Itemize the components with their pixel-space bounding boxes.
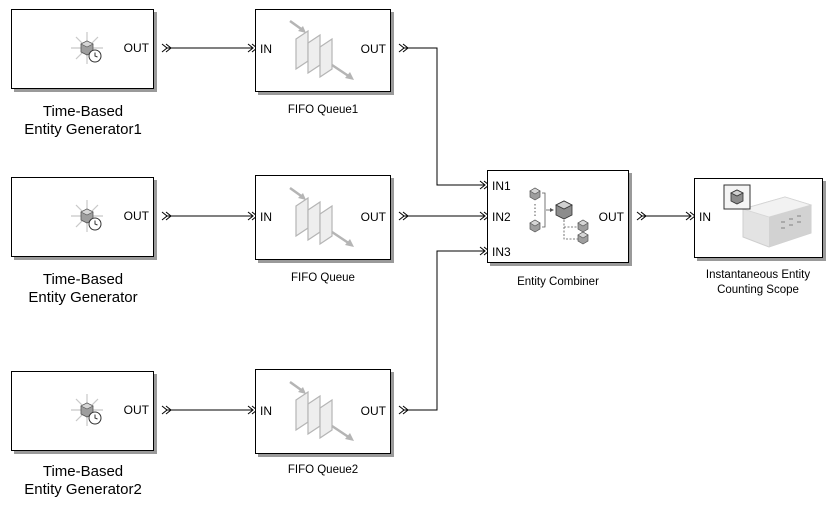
port-in-label: IN [260, 42, 272, 56]
port-out-label: OUT [123, 403, 149, 417]
generator-block[interactable]: OUT [11, 177, 154, 257]
port-in3-label: IN3 [492, 245, 511, 259]
counting-scope-label: Instantaneous Entity Counting Scope [684, 268, 832, 298]
fifo-queue-icon [289, 380, 354, 441]
label-line: Entity Generator [28, 289, 138, 306]
fifo-queue-block[interactable]: IN OUT [255, 175, 391, 260]
label-line: Entity Generator1 [24, 121, 142, 138]
generator-label: Time-Based Entity Generator [0, 271, 166, 307]
fifo-queue-icon [289, 19, 354, 80]
port-out-label: OUT [360, 404, 386, 418]
port-out-label: OUT [360, 210, 386, 224]
label-line: Counting Scope [717, 284, 799, 296]
generator1-block[interactable]: OUT [11, 9, 154, 89]
port-in-label: IN [260, 210, 272, 224]
port-in-label: IN [699, 210, 711, 224]
generator1-label: Time-Based Entity Generator1 [0, 103, 166, 139]
fifo-queue2-block[interactable]: IN OUT [255, 369, 391, 454]
port-out-label: OUT [123, 209, 149, 223]
generator2-block[interactable]: OUT [11, 371, 154, 451]
port-in1-label: IN1 [492, 179, 511, 193]
fifo-queue2-label: FIFO Queue2 [287, 464, 359, 476]
fifo-queue-icon [289, 186, 354, 247]
port-in2-label: IN2 [492, 210, 511, 224]
entity-generator-icon [71, 32, 103, 64]
counting-scope-block[interactable]: IN [694, 178, 823, 258]
label-line: Time-Based [42, 463, 124, 480]
label-line: Entity Generator2 [24, 481, 142, 498]
line-queue2-to-combiner[interactable] [403, 250, 484, 411]
label-line: Instantaneous Entity [705, 269, 811, 281]
label-line: Time-Based [42, 271, 124, 288]
entity-combiner-icon [529, 187, 589, 245]
fifo-queue1-block[interactable]: IN OUT [255, 9, 391, 92]
line-queue1-to-combiner[interactable] [403, 47, 484, 186]
port-in-label: IN [260, 404, 272, 418]
port-out-label: OUT [360, 42, 386, 56]
port-out-label: OUT [598, 210, 624, 224]
counting-scope-icon [723, 184, 813, 248]
port-out-label: OUT [123, 41, 149, 55]
fifo-queue1-label: FIFO Queue1 [287, 104, 359, 116]
label-line: Time-Based [42, 103, 124, 120]
fifo-queue-label: FIFO Queue [291, 272, 355, 284]
entity-combiner-label: Entity Combiner [517, 276, 599, 288]
entity-generator-icon [71, 394, 103, 426]
generator2-label: Time-Based Entity Generator2 [0, 463, 166, 499]
entity-generator-icon [71, 200, 103, 232]
entity-combiner-block[interactable]: IN1 IN2 IN3 OUT [487, 170, 629, 263]
